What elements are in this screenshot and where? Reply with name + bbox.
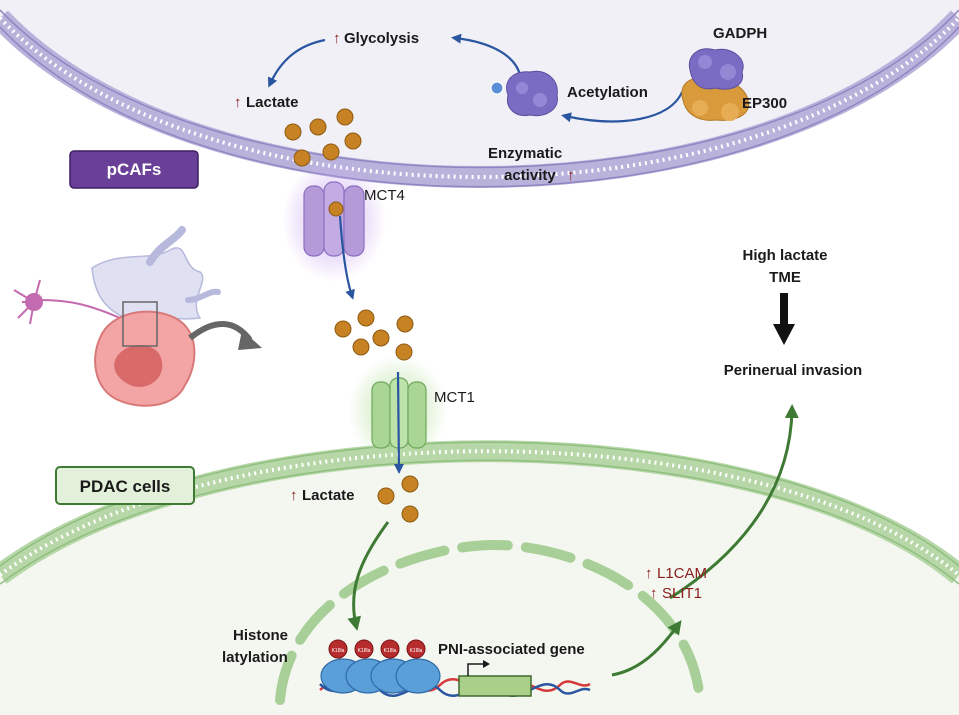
lactate-cluster-pdac: ↑ Lactate (290, 475, 419, 523)
nucleosome-tag-4: K18la (410, 648, 423, 654)
acetylated-gadph-icon (490, 70, 558, 117)
pcafs-badge: pCAFs (69, 150, 199, 189)
arrow-gene-to-expression (611, 620, 682, 677)
mct1-label: MCT1 (434, 389, 475, 406)
acetylation-label: Acetylation (567, 84, 648, 101)
nucleosome-tag-3: K18la (384, 648, 397, 654)
down-arrow-icon (773, 324, 795, 345)
slit1-label: SLIT1 (662, 585, 702, 602)
lactate-cluster-middle (334, 309, 414, 361)
nucleosome-tag-1: K18la (332, 648, 345, 654)
high-lactate-label-line1: High lactate (742, 247, 827, 264)
perineural-invasion-label: Perinerual invasion (724, 362, 862, 379)
up-arrow-enzymatic: ↑ (567, 167, 575, 184)
histone-label-line2: latylation (222, 649, 288, 666)
arrow-glycolysis-to-lactate (267, 38, 326, 88)
arrow-mct4-out (338, 215, 355, 300)
cell-interaction-inset (13, 226, 262, 407)
lactate-cluster-top (284, 108, 362, 167)
caf-cell (0, 0, 959, 188)
arrow-expression-to-invasion (669, 404, 799, 600)
pni-gene-box: PNI-associated gene (438, 641, 585, 697)
lactate-bottom-label: Lactate (302, 487, 355, 504)
histone-label-line1: Histone (233, 627, 288, 644)
l1cam-label: L1CAM (657, 565, 707, 582)
enzymatic-label-line1: Enzymatic (488, 145, 562, 162)
lactate-top-label: Lactate (246, 94, 299, 111)
nucleus-envelope (275, 539, 705, 705)
pcafs-label: pCAFs (107, 160, 162, 179)
arrow-acetylation (561, 91, 684, 123)
enzymatic-label-line2: activity (504, 167, 556, 184)
high-lactate-label-line2: TME (769, 269, 801, 286)
arrow-enzyme-to-glycolysis (451, 33, 522, 76)
pni-gene-label: PNI-associated gene (438, 641, 585, 658)
mct1-transporter: MCT1 (348, 355, 475, 474)
pdac-label: PDAC cells (80, 477, 171, 496)
up-arrow-lactate-top: ↑ (234, 94, 242, 111)
glycolysis-cycle: ↑ Glycolysis ↑ Lactate Acetylation Enzym… (234, 30, 684, 184)
up-arrow-lactate-bottom: ↑ (290, 487, 298, 504)
nucleosome-tag-2: K18la (358, 648, 371, 654)
arrow-lactate-to-histone (347, 521, 390, 631)
mct4-label: MCT4 (364, 187, 405, 204)
up-arrow-l1cam: ↑ (645, 565, 653, 582)
pdac-badge: PDAC cells (55, 466, 195, 505)
glycolysis-label: Glycolysis (344, 30, 419, 47)
up-arrow-glycolysis: ↑ (333, 30, 341, 47)
pdac-cell (0, 440, 959, 715)
up-arrow-slit1: ↑ (650, 585, 658, 602)
mct4-transporter: MCT4 (282, 158, 405, 300)
arrow-mct1-in (393, 371, 404, 474)
tme-outcome: High lactate TME Perinerual invasion (724, 247, 862, 379)
gadph-label: GADPH (713, 25, 767, 42)
ep300-label: EP300 (742, 95, 787, 112)
gadph-ep300-complex: GADPH EP300 (681, 25, 787, 121)
